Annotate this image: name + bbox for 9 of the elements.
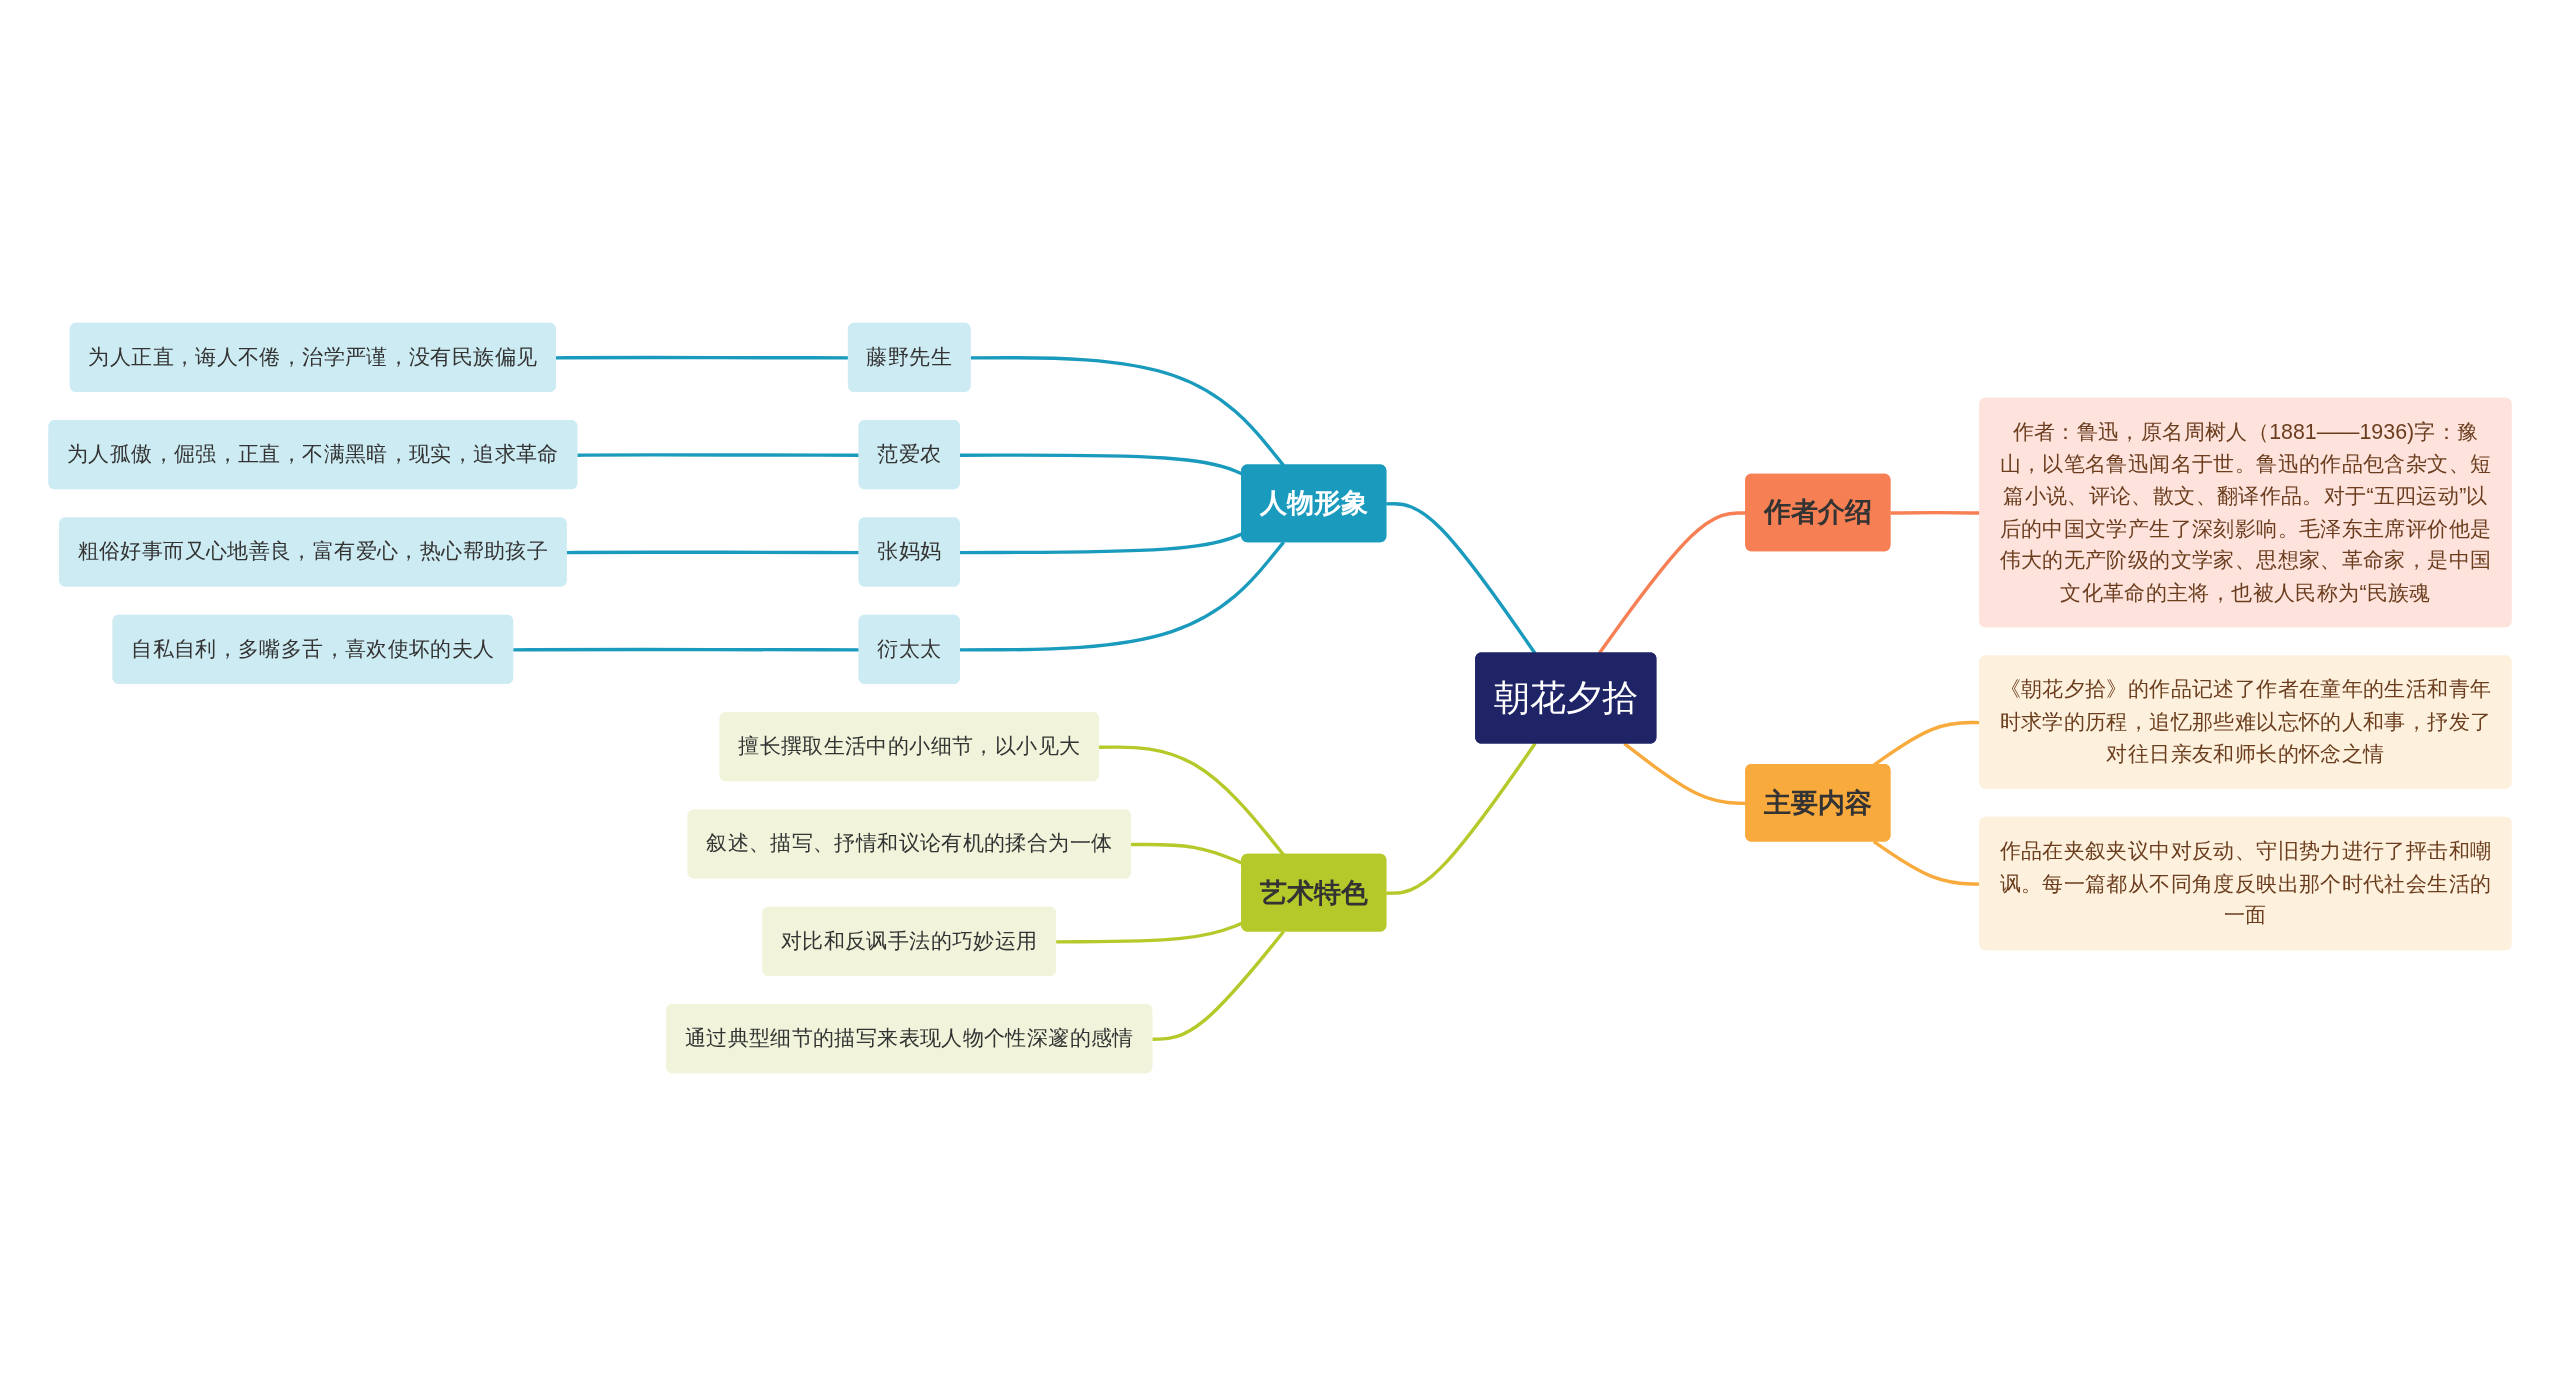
connector bbox=[1056, 921, 1243, 944]
connector bbox=[566, 550, 860, 554]
connector bbox=[1386, 742, 1537, 895]
connector bbox=[1152, 929, 1285, 1041]
connector bbox=[959, 540, 1285, 652]
connector bbox=[959, 531, 1243, 554]
connector bbox=[513, 647, 860, 652]
connector bbox=[1386, 501, 1537, 654]
connector bbox=[577, 452, 860, 457]
